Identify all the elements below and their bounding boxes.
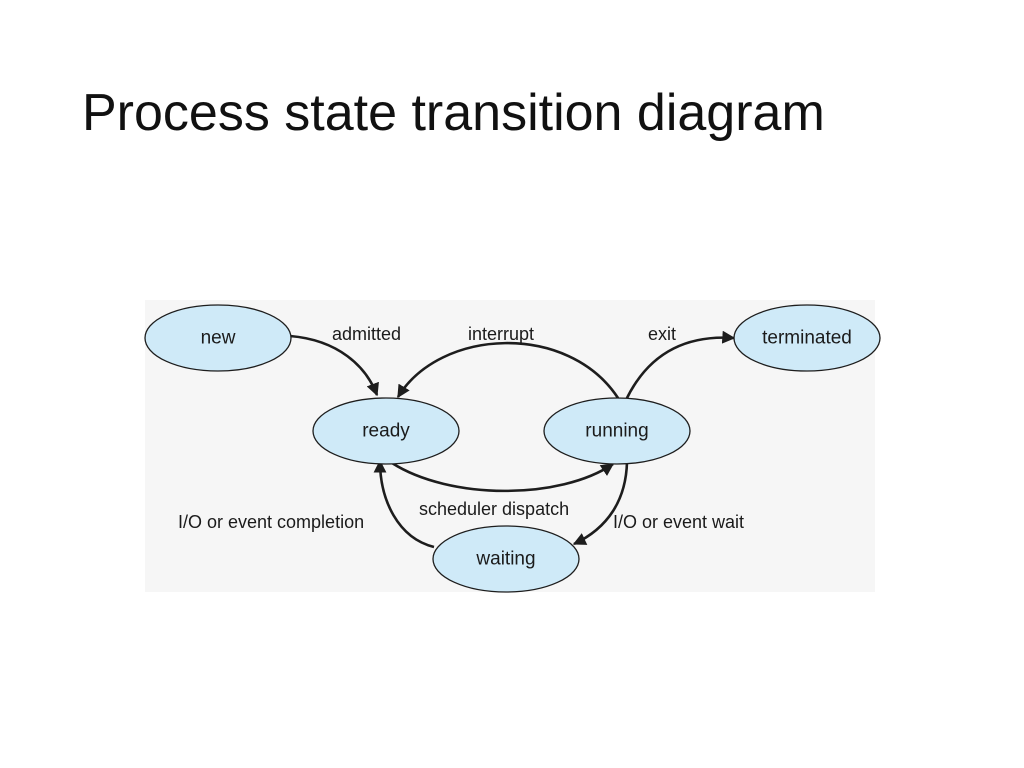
state-ready-ellipse xyxy=(312,397,460,465)
slide-title: Process state transition diagram xyxy=(82,84,825,142)
state-terminated-label: terminated xyxy=(762,328,852,349)
edge-label-io-event-wait: I/O or event wait xyxy=(613,512,744,532)
state-new-label: new xyxy=(201,328,236,349)
state-running-label: running xyxy=(585,421,648,442)
edge-running-to-terminated xyxy=(624,330,736,401)
state-terminated: terminated xyxy=(733,304,881,372)
edge-running-to-waiting xyxy=(572,461,629,546)
edge-label-io-event-completion: I/O or event completion xyxy=(178,512,364,532)
state-waiting: waiting xyxy=(432,525,580,593)
state-waiting-ellipse xyxy=(432,525,580,593)
state-waiting-label: waiting xyxy=(475,549,535,570)
edge-label-admitted: admitted xyxy=(332,324,401,344)
state-terminated-ellipse xyxy=(733,304,881,372)
edge-ready-to-running-dispatch xyxy=(391,461,615,493)
edge-label-exit: exit xyxy=(648,324,676,344)
state-running-ellipse xyxy=(543,397,691,465)
state-new: new xyxy=(144,304,292,372)
state-ready-label: ready xyxy=(362,421,410,442)
edge-label-interrupt: interrupt xyxy=(468,324,534,344)
edge-waiting-to-ready xyxy=(373,459,435,549)
edge-label-scheduler-dispatch: scheduler dispatch xyxy=(419,499,569,519)
edge-new-to-ready xyxy=(289,334,379,397)
state-running: running xyxy=(543,397,691,465)
edge-running-to-ready-interrupt xyxy=(396,341,620,399)
state-new-ellipse xyxy=(144,304,292,372)
state-ready: ready xyxy=(312,397,460,465)
